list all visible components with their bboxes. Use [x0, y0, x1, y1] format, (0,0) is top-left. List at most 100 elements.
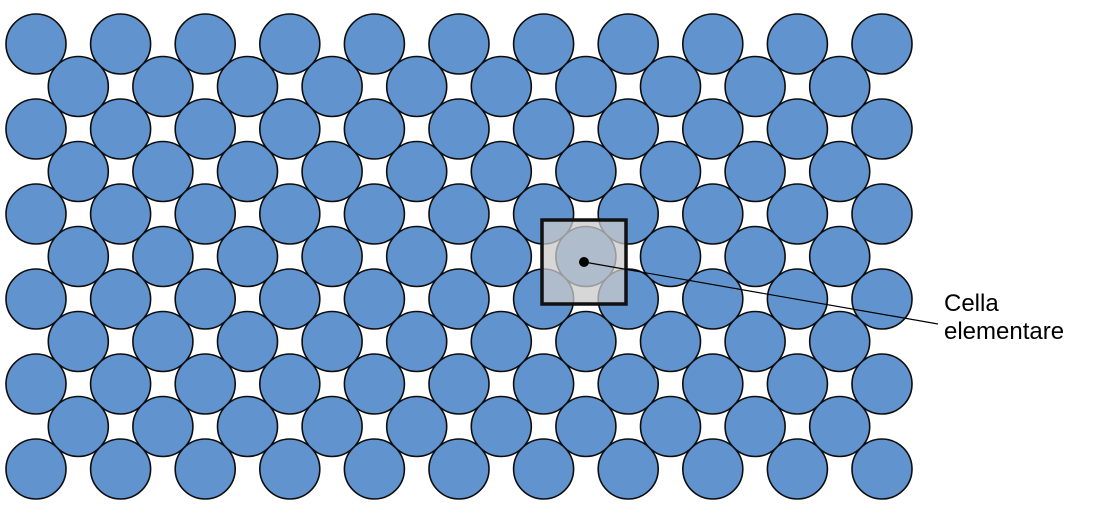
atom — [216, 395, 279, 458]
atom — [428, 353, 490, 415]
atom — [808, 140, 871, 203]
atom — [808, 55, 871, 118]
atom — [470, 55, 533, 118]
atom — [216, 225, 279, 288]
atom — [597, 438, 660, 500]
atom — [597, 13, 660, 75]
unit-cell-label-line-2: elementare — [944, 318, 1065, 345]
atom — [258, 438, 321, 500]
atom — [470, 225, 533, 288]
atom — [766, 13, 829, 75]
atom — [174, 98, 236, 160]
atom — [428, 268, 490, 330]
atom — [808, 225, 871, 288]
atom — [132, 55, 194, 118]
atom — [47, 55, 110, 118]
atom — [766, 183, 829, 245]
atom — [301, 140, 363, 203]
atom — [681, 13, 744, 75]
atom — [132, 395, 194, 458]
atom — [216, 55, 279, 118]
atom — [174, 353, 236, 415]
atom — [851, 438, 913, 500]
unit-cell-label-line-1: Cella — [944, 290, 999, 317]
atom — [681, 183, 744, 245]
atom — [851, 353, 913, 415]
atom — [555, 55, 617, 118]
atom — [428, 438, 490, 500]
atom — [258, 268, 321, 330]
atom — [428, 13, 490, 75]
atom — [808, 395, 871, 458]
atom — [428, 183, 490, 245]
atom — [301, 395, 363, 458]
atom — [766, 98, 829, 160]
atom — [724, 55, 786, 118]
atom — [174, 268, 236, 330]
atom — [343, 13, 406, 75]
atom — [174, 438, 236, 500]
atom — [555, 140, 617, 203]
unit-cell-label: Cella elementare — [944, 290, 1064, 346]
atom — [724, 310, 786, 373]
atom — [301, 55, 363, 118]
atom — [47, 310, 110, 373]
atom — [47, 140, 110, 203]
atom — [258, 353, 321, 415]
atom — [258, 98, 321, 160]
atom — [216, 310, 279, 373]
atom — [89, 353, 152, 415]
atom — [512, 438, 575, 500]
atom — [851, 268, 913, 330]
atom — [301, 225, 363, 288]
atom — [132, 225, 194, 288]
atom — [174, 183, 236, 245]
atom — [512, 353, 575, 415]
atom — [174, 13, 236, 75]
atom — [343, 438, 406, 500]
atom — [470, 310, 533, 373]
atom — [597, 353, 660, 415]
atom — [132, 310, 194, 373]
unit-cell-center-dot — [579, 257, 589, 267]
atom — [132, 140, 194, 203]
atom — [385, 225, 448, 288]
atom — [597, 98, 660, 160]
atom — [343, 353, 406, 415]
atom — [89, 98, 152, 160]
atom — [681, 353, 744, 415]
atom — [851, 13, 913, 75]
atom — [343, 183, 406, 245]
atom — [428, 98, 490, 160]
atom — [639, 395, 702, 458]
atom — [555, 395, 617, 458]
atom — [258, 13, 321, 75]
atom — [343, 98, 406, 160]
atom — [5, 353, 67, 415]
atom — [639, 55, 702, 118]
atom — [5, 98, 67, 160]
atom — [47, 225, 110, 288]
atom — [639, 140, 702, 203]
atom — [724, 225, 786, 288]
atom — [808, 310, 871, 373]
atom — [5, 13, 67, 75]
atom — [470, 140, 533, 203]
atom — [89, 268, 152, 330]
atom — [681, 98, 744, 160]
atom — [639, 310, 702, 373]
atom — [851, 183, 913, 245]
atom — [5, 183, 67, 245]
atom — [258, 183, 321, 245]
atom — [681, 438, 744, 500]
atom — [385, 310, 448, 373]
atom — [766, 353, 829, 415]
atom — [555, 310, 617, 373]
atom — [301, 310, 363, 373]
atom — [470, 395, 533, 458]
atom — [639, 225, 702, 288]
atom — [89, 13, 152, 75]
atom — [681, 268, 744, 330]
atom — [5, 268, 67, 330]
